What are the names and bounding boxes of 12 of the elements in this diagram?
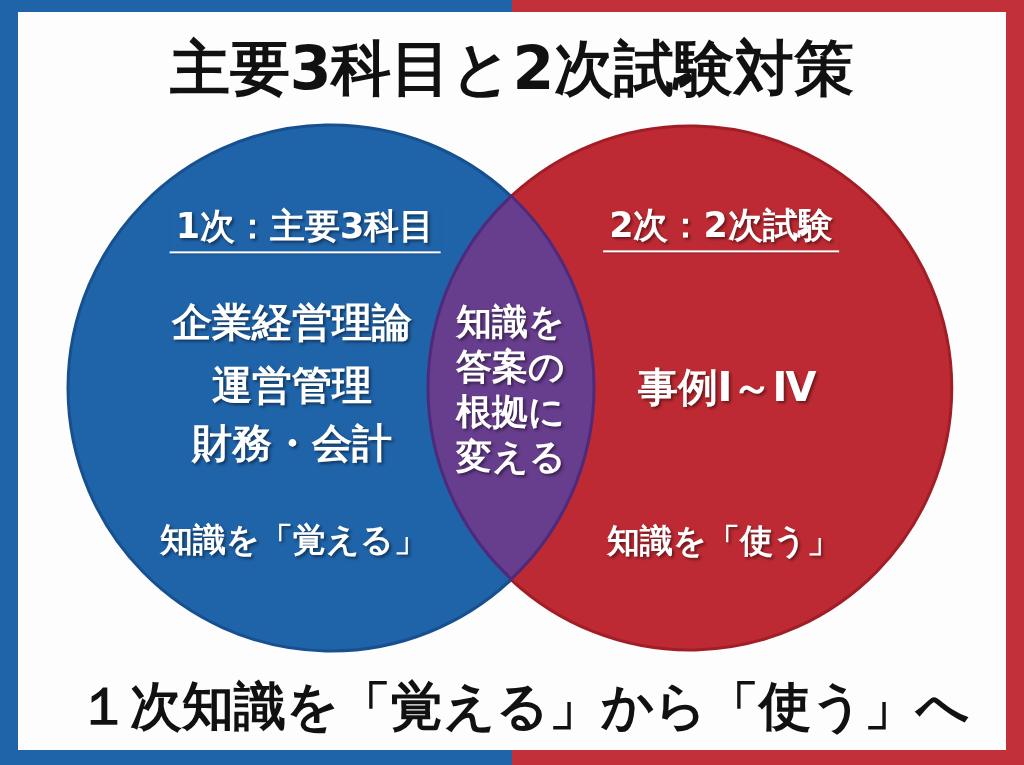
section-heading: 1次：主要3科目 [169, 206, 441, 254]
subject-name: 財務・会計 [192, 420, 392, 466]
diagram-title: 主要3科目と2次試験対策 [169, 33, 855, 103]
subject-name: 事例Ⅰ～Ⅳ [637, 364, 817, 410]
note-text: 知識を「使う」 [607, 522, 841, 560]
overlap-text: 知識を答案の根拠に変える [454, 300, 567, 479]
subject-name: 企業経営理論 [172, 299, 412, 345]
subject-name: 運営管理 [212, 362, 372, 408]
note-text: 知識を「覚える」 [159, 521, 427, 559]
summary-caption: １次知識を「覚える」から「使う」へ [77, 677, 969, 737]
section-heading: 2次：2次試験 [603, 205, 839, 253]
overlap-lens [426, 194, 596, 582]
